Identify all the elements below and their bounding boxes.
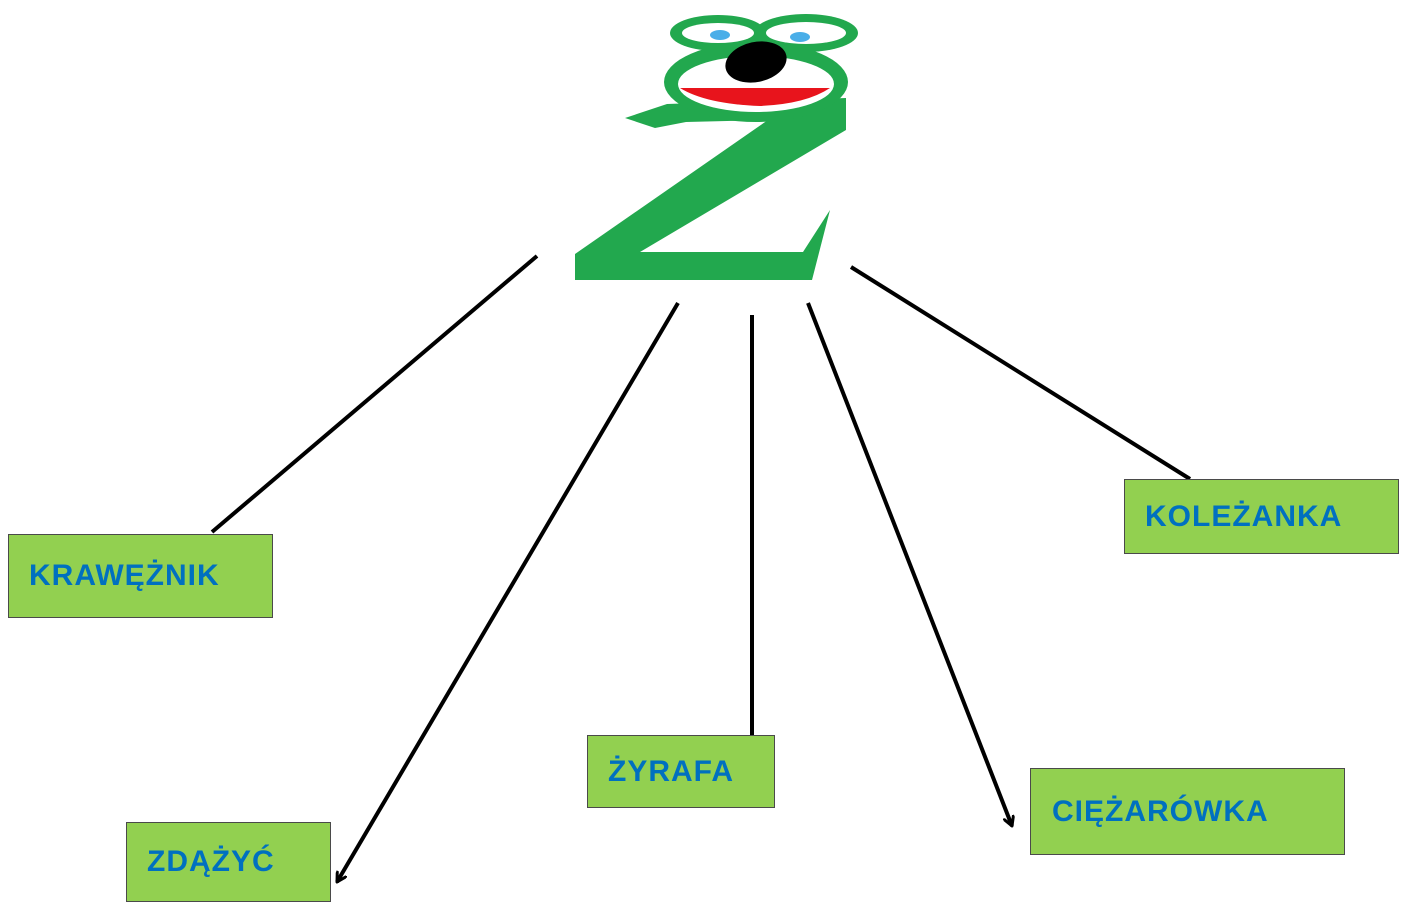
- word-label: ZDĄŻYĆ: [147, 845, 275, 878]
- word-label: KOLEŻANKA: [1145, 499, 1343, 533]
- word-box-kolezanka: KOLEŻANKA: [1124, 479, 1399, 554]
- left-pupil-icon: [710, 30, 730, 40]
- letter-z-shape: [575, 98, 846, 280]
- word-label: KRAWĘŻNIK: [29, 559, 220, 592]
- word-box-zdazyc: ZDĄŻYĆ: [126, 822, 331, 902]
- mouth-icon: [680, 88, 830, 106]
- nose-icon: [725, 41, 787, 83]
- word-box-ciezarowka: CIĘŻARÓWKA: [1030, 768, 1345, 855]
- right-pupil-icon: [790, 32, 810, 42]
- arrow-zdazyc: [335, 301, 680, 882]
- word-box-krawedznik: KRAWĘŻNIK: [8, 534, 273, 618]
- arrow-ciezarowka: [806, 302, 1012, 826]
- frog-letter-z-icon: [575, 14, 858, 280]
- connector-kolezanka: [849, 265, 1192, 481]
- connector-krawedznik: [210, 254, 539, 534]
- word-box-zyrafa: ŻYRAFA: [587, 735, 775, 808]
- word-label: ŻYRAFA: [608, 754, 734, 788]
- word-label: CIĘŻARÓWKA: [1052, 794, 1269, 828]
